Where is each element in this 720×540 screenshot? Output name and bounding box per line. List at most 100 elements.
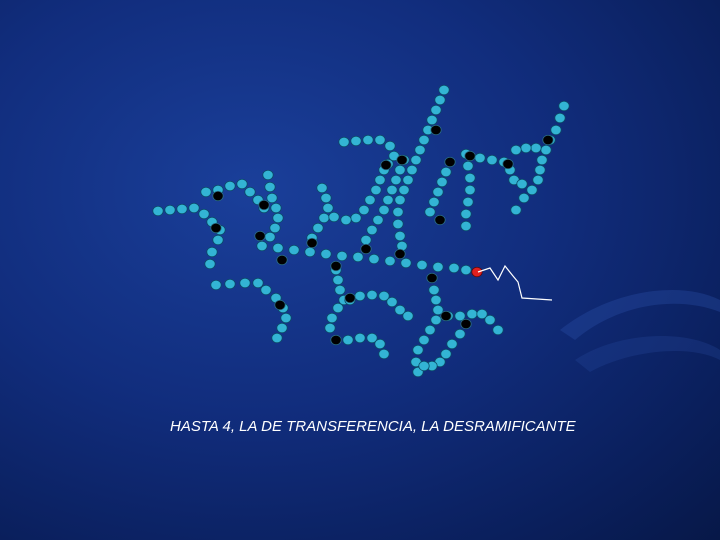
- glucose-unit: [414, 144, 426, 156]
- glucose-unit: [406, 164, 418, 176]
- glucose-unit: [350, 212, 362, 224]
- glucose-unit: [224, 278, 236, 290]
- glucose-unit: [434, 94, 446, 106]
- branch-point-unit: [212, 190, 224, 202]
- branch-point-unit: [274, 299, 286, 311]
- branch-point-unit: [542, 134, 554, 146]
- glucose-unit: [366, 224, 378, 236]
- branch-point-unit: [396, 154, 408, 166]
- glucose-unit: [440, 166, 452, 178]
- glucose-unit: [324, 322, 336, 334]
- glucose-unit: [550, 124, 562, 136]
- glucose-unit: [360, 234, 372, 246]
- branch-point-unit: [210, 222, 222, 234]
- glucose-unit: [366, 332, 378, 344]
- glucose-unit: [426, 114, 438, 126]
- glucose-unit: [176, 203, 188, 215]
- glucose-unit: [378, 290, 390, 302]
- glucose-unit: [402, 310, 414, 322]
- glucose-unit: [466, 308, 478, 320]
- branch-point-unit: [434, 214, 446, 226]
- glucose-unit: [210, 279, 222, 291]
- glucose-unit: [272, 212, 284, 224]
- glucose-unit: [392, 206, 404, 218]
- glucose-unit: [416, 259, 428, 271]
- glucose-unit: [266, 192, 278, 204]
- glucose-unit: [410, 154, 422, 166]
- glucose-unit: [336, 250, 348, 262]
- glucose-unit: [394, 230, 406, 242]
- glucose-unit: [530, 142, 542, 154]
- glucose-unit: [276, 322, 288, 334]
- glucose-unit: [212, 234, 224, 246]
- glucose-unit: [288, 244, 300, 256]
- glucose-unit: [224, 180, 236, 192]
- glucose-unit: [430, 104, 442, 116]
- glucose-unit: [418, 334, 430, 346]
- glucose-unit: [260, 284, 272, 296]
- branch-point-unit: [330, 334, 342, 346]
- branch-point-unit: [502, 158, 514, 170]
- glucose-unit: [462, 196, 474, 208]
- glucose-unit: [464, 172, 476, 184]
- glucose-unit: [328, 211, 340, 223]
- glucose-unit: [428, 196, 440, 208]
- glucose-unit: [338, 136, 350, 148]
- glucose-unit: [462, 160, 474, 172]
- caption: HASTA 4, LA DE TRANSFERENCIA, LA DESRAMI…: [170, 418, 576, 435]
- glucose-unit: [446, 338, 458, 350]
- glucose-unit: [436, 176, 448, 188]
- glucose-unit: [394, 164, 406, 176]
- glucose-unit: [474, 152, 486, 164]
- glucose-unit: [510, 204, 522, 216]
- glucose-unit: [269, 222, 281, 234]
- glucose-unit: [486, 154, 498, 166]
- glucose-unit: [188, 202, 200, 214]
- glucose-unit: [312, 222, 324, 234]
- glucose-unit: [432, 304, 444, 316]
- glucose-unit: [358, 204, 370, 216]
- glucose-unit: [430, 314, 442, 326]
- glucose-unit: [398, 184, 410, 196]
- glucose-unit: [412, 344, 424, 356]
- glucose-unit: [418, 360, 430, 372]
- branch-point-unit: [344, 292, 356, 304]
- glucose-unit: [334, 284, 346, 296]
- glucose-unit: [532, 174, 544, 186]
- glucose-unit: [428, 284, 440, 296]
- glucose-unit: [384, 140, 396, 152]
- glucose-unit: [272, 242, 284, 254]
- glucose-unit: [492, 324, 504, 336]
- branch-point-unit: [440, 310, 452, 322]
- glucose-unit: [424, 324, 436, 336]
- glucose-unit: [204, 258, 216, 270]
- branch-point-unit: [444, 156, 456, 168]
- glucose-unit: [264, 181, 276, 193]
- glucose-unit: [374, 338, 386, 350]
- glucose-unit: [366, 289, 378, 301]
- glucose-unit: [378, 204, 390, 216]
- glucose-unit: [354, 290, 366, 302]
- glucose-unit: [384, 255, 396, 267]
- glucose-unit: [262, 169, 274, 181]
- glucose-unit: [390, 174, 402, 186]
- glucose-unit: [378, 348, 390, 360]
- glucose-chains: [152, 84, 570, 378]
- glucose-unit: [386, 184, 398, 196]
- glucose-unit: [438, 84, 450, 96]
- glucose-unit: [400, 257, 412, 269]
- glucose-unit: [534, 164, 546, 176]
- glucose-unit: [152, 205, 164, 217]
- glucose-unit: [374, 174, 386, 186]
- branch-point-unit: [360, 243, 372, 255]
- glucose-unit: [536, 154, 548, 166]
- glucose-unit: [374, 134, 386, 146]
- glucose-unit: [520, 142, 532, 154]
- glucose-unit: [340, 214, 352, 226]
- branch-point-unit: [394, 248, 406, 260]
- glucose-unit: [164, 204, 176, 216]
- glucose-unit: [558, 100, 570, 112]
